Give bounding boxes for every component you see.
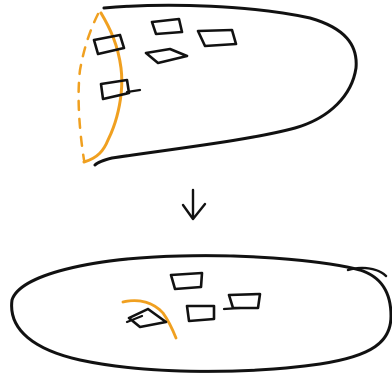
before-panel — [79, 5, 357, 165]
transition-down-arrow — [183, 190, 205, 219]
before-square — [146, 49, 187, 63]
after-square-tail — [224, 308, 240, 309]
before-square — [101, 80, 129, 99]
after-panel — [12, 256, 391, 372]
before-orange-dashed-edge — [79, 14, 98, 160]
before-square — [198, 30, 236, 46]
before-square — [152, 19, 182, 34]
after-square — [229, 294, 260, 308]
after-square — [187, 306, 214, 321]
before-square — [94, 35, 124, 54]
after-square — [171, 273, 202, 289]
